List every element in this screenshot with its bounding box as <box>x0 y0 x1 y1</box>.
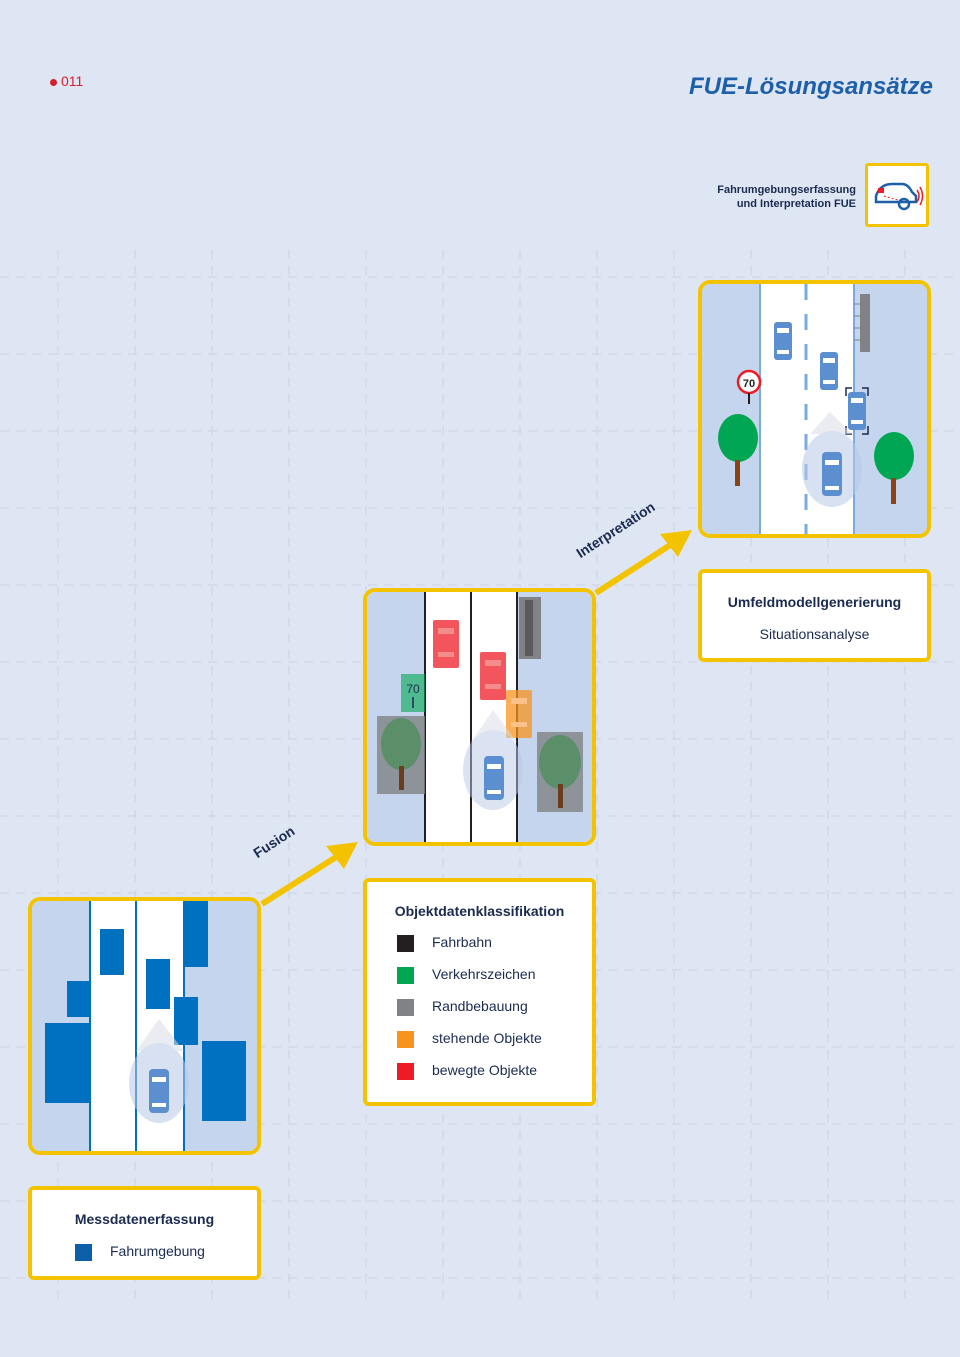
fusion-arrow-icon <box>260 842 358 907</box>
car-icon <box>848 392 866 430</box>
panel-umfeldmodell: 70 <box>698 280 931 538</box>
measurement-blocks <box>45 901 246 1121</box>
tree-icon <box>718 414 758 486</box>
legend-swatch <box>397 934 414 952</box>
panel-messdaten <box>28 897 261 1155</box>
ego-car-icon <box>484 756 504 800</box>
legend-swatch <box>397 1030 414 1048</box>
moving-car-icon <box>480 652 506 700</box>
roadside-tree-box <box>537 732 583 812</box>
car-icon <box>820 352 838 390</box>
panel-objektdaten: 70 <box>363 588 596 846</box>
svg-text:70: 70 <box>743 378 755 390</box>
moving-car-icon <box>433 620 459 668</box>
tree-icon <box>874 432 914 504</box>
legend-swatch <box>397 966 414 984</box>
legend-item-verkehrszeichen: Verkehrszeichen <box>397 966 536 984</box>
subtitle: Fahrumgebungserfassung und Interpretatio… <box>717 184 856 210</box>
ego-car-icon <box>149 1069 169 1113</box>
svg-text:70: 70 <box>406 682 420 696</box>
box-messdatenerfassung: Messdatenerfassung Fahrumgebung <box>28 1186 261 1280</box>
road-scene-model: 70 <box>702 284 927 534</box>
box-objektdatenklassifikation: Objektdatenklassifikation Fahrbahn Verke… <box>363 878 596 1106</box>
legend-item-fahrbahn: Fahrbahn <box>397 934 492 952</box>
page-title: FUE-Lösungsansätze <box>688 73 933 100</box>
legend-swatch <box>397 1062 414 1080</box>
legend-item-stehende-objekte: stehende Objekte <box>397 1030 542 1048</box>
ego-car-icon <box>822 452 842 496</box>
car-sensor-icon <box>865 163 929 227</box>
legend-swatch <box>397 998 414 1016</box>
standing-object-icon <box>506 690 532 738</box>
road-scene-measurement <box>32 901 257 1151</box>
page-number: 011 <box>50 73 83 89</box>
bullet-dot-icon <box>50 78 57 86</box>
traffic-sign-box: 70 <box>401 674 425 712</box>
roadside-tree-box <box>377 716 425 794</box>
legend-swatch <box>75 1243 92 1261</box>
speed-limit-sign-icon: 70 <box>736 369 762 404</box>
legend-item-fahrumgebung: Fahrumgebung <box>75 1243 205 1261</box>
car-icon <box>774 322 792 360</box>
box-umfeldmodellgenerierung: Umfeldmodellgenerierung Situationsanalys… <box>698 569 931 662</box>
road-scene-classified: 70 <box>367 592 592 842</box>
interpretation-arrow-icon <box>594 530 692 596</box>
legend-item-randbebauung: Randbebauung <box>397 998 528 1016</box>
legend-item-bewegte-objekte: bewegte Objekte <box>397 1062 537 1080</box>
